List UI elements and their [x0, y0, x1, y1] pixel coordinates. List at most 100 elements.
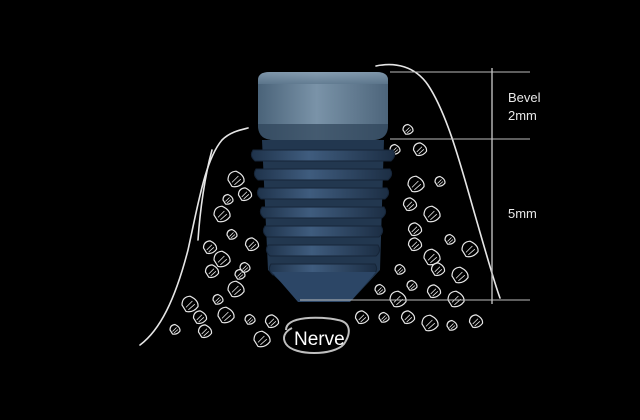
- bone-granule-hatch: [455, 271, 466, 282]
- bone-granule-hatch: [242, 265, 249, 272]
- bone-granule: [244, 237, 260, 252]
- nerve: Nerve: [283, 316, 350, 354]
- implant-collar-shadow: [258, 124, 388, 140]
- bone-granule-hatch: [411, 180, 422, 191]
- bone-granule-hatch: [196, 314, 205, 323]
- bone-granule-hatch: [427, 210, 438, 221]
- bone-granule: [192, 310, 208, 325]
- bone-granule-hatch: [447, 237, 454, 244]
- bone-granule-hatch: [425, 319, 436, 330]
- body-height-label: 5mm: [508, 206, 537, 221]
- bone-granule-hatch: [221, 311, 232, 322]
- bone-granule: [426, 284, 442, 299]
- bone-granule: [447, 290, 465, 308]
- bone-granule: [213, 205, 231, 223]
- bevel-label: Bevel: [508, 90, 541, 105]
- bone-granule: [226, 228, 238, 240]
- bone-granules: [169, 123, 484, 348]
- implant-threads: [250, 140, 396, 302]
- implant-thread-ring: [259, 206, 387, 219]
- bone-granule-hatch: [247, 317, 254, 324]
- bone-granule-hatch: [225, 197, 232, 204]
- bone-granule-hatch: [208, 268, 217, 277]
- bone-outline: [139, 63, 501, 346]
- bone-granule-hatch: [449, 323, 456, 330]
- bone-granule-hatch: [437, 179, 444, 186]
- bone-granule: [389, 290, 407, 308]
- bone-granule: [430, 262, 446, 277]
- bone-granule: [244, 313, 256, 325]
- bone-granule: [239, 261, 251, 273]
- bone-granule: [237, 187, 253, 202]
- bone-granule-hatch: [405, 127, 412, 134]
- bone-granule: [468, 314, 484, 329]
- bone-granule: [222, 193, 234, 205]
- bone-granule: [412, 142, 428, 157]
- bone-granule-hatch: [381, 315, 388, 322]
- bone-granule-hatch: [411, 226, 420, 235]
- bone-granule: [378, 311, 390, 323]
- bone-granule: [181, 295, 199, 313]
- bone-granule-hatch: [430, 288, 439, 297]
- bone-granule-hatch: [397, 267, 404, 274]
- bone-granule: [407, 237, 423, 252]
- bone-granule: [253, 330, 271, 348]
- bone-granule: [434, 175, 446, 187]
- bone-granule: [461, 240, 479, 258]
- bone-granule-hatch: [268, 318, 277, 327]
- bone-granule-hatch: [377, 287, 384, 294]
- implant-thread-ring: [262, 225, 384, 238]
- implant-collar: [258, 72, 388, 140]
- bone-granule: [212, 293, 224, 305]
- bone-outline-left: [139, 127, 249, 346]
- bone-granule: [217, 306, 235, 324]
- bone-granule: [227, 170, 245, 188]
- implant-thread-ring: [265, 244, 381, 257]
- bone-granule: [423, 205, 441, 223]
- bone-granule: [421, 314, 439, 332]
- bone-granule: [407, 222, 423, 237]
- bone-granule: [446, 319, 458, 331]
- bone-granule-hatch: [231, 175, 242, 186]
- bone-granule: [406, 279, 418, 291]
- bone-granule-hatch: [241, 191, 250, 200]
- bone-granule-hatch: [411, 241, 420, 250]
- bone-granule-hatch: [434, 266, 443, 275]
- bone-granule-hatch: [206, 244, 215, 253]
- bone-granule-hatch: [229, 232, 236, 239]
- bone-granule: [407, 175, 425, 193]
- bone-granule-hatch: [201, 328, 210, 337]
- bevel-height-label: 2mm: [508, 108, 537, 123]
- bone-granule-hatch: [217, 255, 228, 266]
- bone-granule-hatch: [465, 245, 476, 256]
- bone-granule: [213, 250, 231, 268]
- dimension-lines: [300, 68, 530, 304]
- nerve-label: Nerve: [294, 329, 345, 350]
- bone-granule: [169, 323, 181, 335]
- bone-granule: [234, 268, 246, 280]
- bone-granule: [202, 240, 218, 255]
- bone-granule-hatch: [404, 314, 413, 323]
- bone-granule-hatch: [406, 201, 415, 210]
- bone-granule-hatch: [237, 272, 244, 279]
- bone-granule-hatch: [248, 241, 257, 250]
- implant: [250, 72, 396, 302]
- bone-granule: [354, 310, 370, 325]
- bone-granule-hatch: [427, 253, 438, 264]
- nerve-outline: [283, 316, 350, 354]
- bone-granule-hatch: [231, 285, 242, 296]
- bone-granule: [394, 263, 406, 275]
- bone-granule-hatch: [358, 314, 367, 323]
- bone-granule-hatch: [416, 146, 425, 155]
- bone-granule: [444, 233, 456, 245]
- bone-granule-hatch: [185, 300, 196, 311]
- bone-granule-hatch: [257, 335, 268, 346]
- implant-thread-ring: [253, 168, 393, 181]
- bone-granule: [227, 280, 245, 298]
- implant-thread-ring: [250, 149, 396, 162]
- bone-granule-hatch: [172, 327, 179, 334]
- bone-granule: [402, 197, 418, 212]
- bone-granule: [374, 283, 386, 295]
